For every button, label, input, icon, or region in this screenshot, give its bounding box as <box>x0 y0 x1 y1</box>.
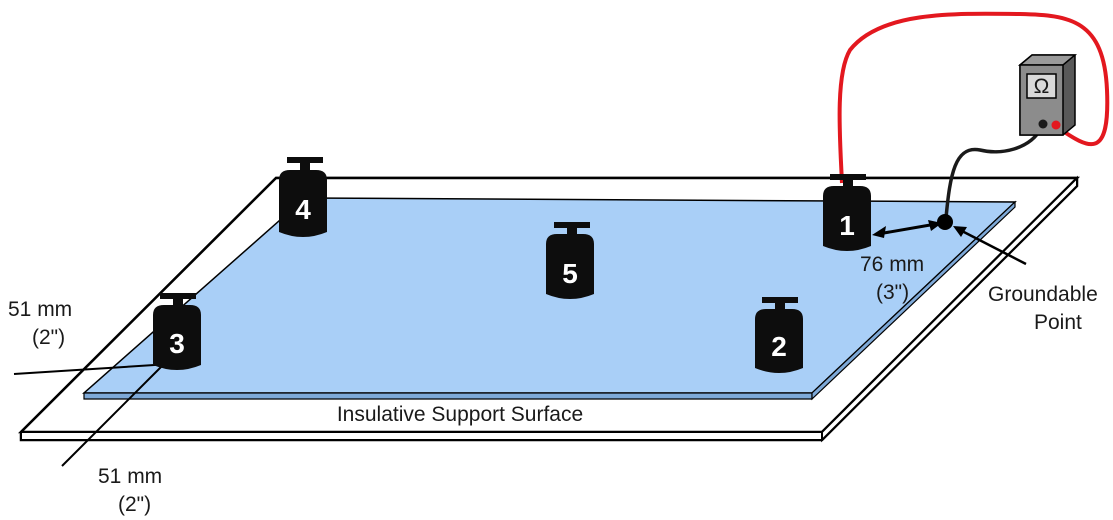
weight-1-label: 1 <box>839 210 855 241</box>
groundable-label-line2: Point <box>1034 311 1082 334</box>
black-ground-lead <box>944 126 1044 219</box>
weight-2: 2 <box>755 297 803 373</box>
ohmmeter: Ω <box>1017 54 1078 136</box>
red-test-lead <box>837 11 1110 184</box>
dim-bottom-value: 51 mm <box>98 465 162 488</box>
dimension-lines-corner <box>13 361 171 467</box>
dim-left-value: 51 mm <box>8 298 72 321</box>
weight-5-label: 5 <box>562 258 578 289</box>
weight-3-label: 3 <box>169 328 185 359</box>
groundable-point <box>872 214 1027 266</box>
weight-4-label: 4 <box>295 194 311 225</box>
red-terminal <box>1051 120 1061 130</box>
weight-2-label: 2 <box>771 331 787 362</box>
ohm-symbol: Ω <box>1034 75 1050 98</box>
weight-5: 5 <box>546 222 594 299</box>
dim-bottom-inch: (2") <box>118 493 151 516</box>
weight-1: 1 <box>823 174 871 251</box>
black-terminal <box>1038 119 1048 129</box>
groundable-label-line1: Groundable <box>988 283 1098 306</box>
dim-right-inch: (3") <box>876 281 909 304</box>
weight-4: 4 <box>279 157 327 237</box>
dim-left-inch: (2") <box>32 326 65 349</box>
surface-label: Insulative Support Surface <box>337 403 583 426</box>
weight-3: 3 <box>153 293 201 370</box>
dim-right-value: 76 mm <box>860 253 924 276</box>
